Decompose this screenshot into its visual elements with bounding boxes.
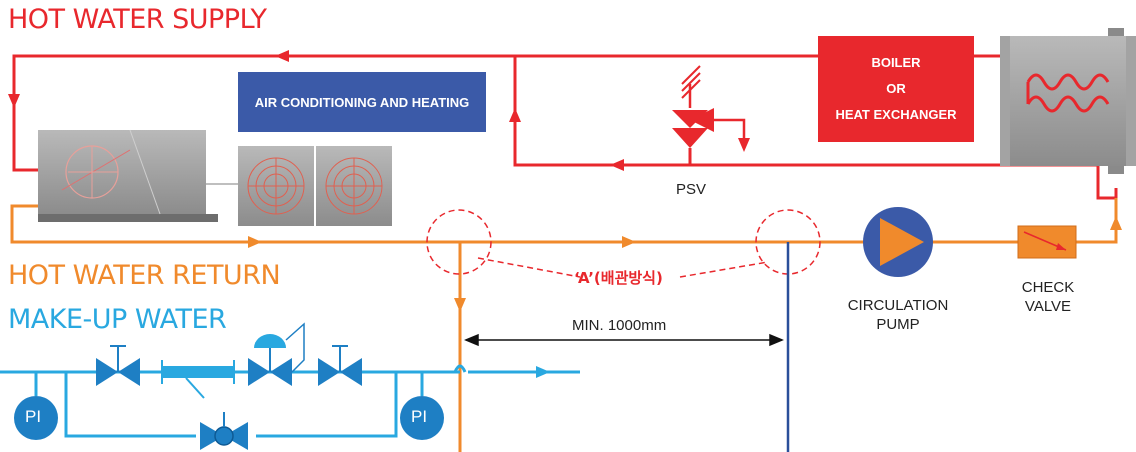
dimension-line	[464, 333, 784, 347]
boiler-line-1: BOILER	[871, 55, 921, 70]
check-valve-label: CHECK VALVE	[1006, 278, 1090, 316]
gate-valve-2-icon	[318, 345, 362, 386]
return-arrow-up	[1110, 216, 1122, 230]
pressure-reducing-valve-icon	[248, 322, 305, 386]
check-label-line-2: VALVE	[1024, 298, 1072, 315]
gate-valve-1-icon	[96, 345, 140, 386]
return-arrow-down	[454, 298, 466, 312]
boiler-line-2: OR	[886, 81, 906, 96]
bypass-globe-valve-icon	[200, 412, 248, 450]
min-distance-label: MIN. 1000mm	[572, 317, 667, 334]
pi-right-label: PI	[411, 407, 428, 426]
detail-a-label: ‘A’(배관방식)	[574, 269, 663, 287]
supply-arrows	[8, 50, 624, 171]
boiler-line-3: HEAT EXCHANGER	[835, 107, 957, 122]
return-arrow-1	[248, 236, 262, 248]
air-conditioning-label: AIR CONDITIONING AND HEATING	[254, 94, 470, 110]
pressure-indicator-left-icon	[14, 396, 58, 440]
supply-arrow-up-psv	[509, 108, 521, 122]
supply-arrow-down-left	[8, 94, 20, 108]
psv-valve-icon	[672, 65, 750, 152]
hot-water-supply-label: HOT WATER SUPPLY	[8, 4, 267, 35]
circulation-pump-icon	[863, 207, 933, 277]
makeup-crossover	[453, 364, 467, 373]
supply-arrow-left-top	[275, 50, 289, 62]
makeup-arrow	[536, 366, 550, 378]
check-valve-icon	[1017, 225, 1077, 259]
strainer-icon	[161, 360, 235, 399]
air-conditioning-box: AIR CONDITIONING AND HEATING	[238, 72, 486, 132]
make-up-water-label: MAKE-UP WATER	[8, 304, 227, 335]
return-arrows	[248, 216, 1122, 312]
heat-exchanger-icon	[1000, 28, 1136, 174]
return-arrow-2	[622, 236, 636, 248]
indoor-unit-icon	[38, 129, 218, 222]
supply-arrow-left-psv	[610, 159, 624, 171]
psv-label: PSV	[676, 181, 707, 198]
pump-label-line-1: CIRCULATION	[847, 297, 949, 314]
pressure-indicator-right-icon	[400, 396, 444, 440]
check-label-line-1: CHECK	[1021, 279, 1075, 296]
pump-label-line-2: PUMP	[876, 316, 920, 333]
circulation-pump-label: CIRCULATION PUMP	[838, 296, 958, 334]
hot-water-return-label: HOT WATER RETURN	[8, 260, 281, 291]
boiler-box: BOILER OR HEAT EXCHANGER	[818, 36, 974, 142]
pi-left-label: PI	[25, 407, 42, 426]
outdoor-fan-units-icon	[238, 146, 392, 226]
